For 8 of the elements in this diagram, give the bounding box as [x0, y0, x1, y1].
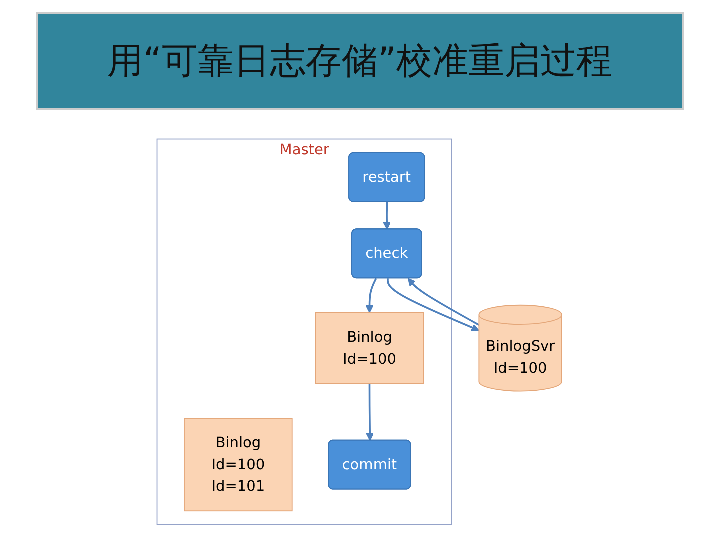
node-box: Binlog Id=100 Id=101 [184, 418, 294, 512]
title-banner: 用“可靠日志存储”校准重启过程 [36, 12, 684, 110]
arrow [384, 202, 392, 230]
node-box: Binlog Id=100 [316, 312, 425, 384]
arrow [387, 278, 480, 332]
arrow [366, 278, 378, 314]
arrow [366, 384, 374, 442]
arrow [408, 278, 480, 326]
